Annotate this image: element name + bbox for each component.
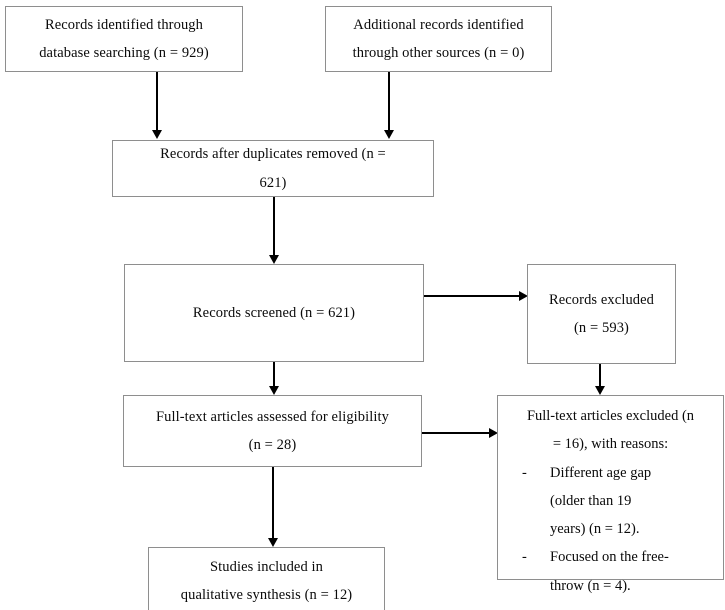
box-records-excluded-line-2: (n = 593) (574, 320, 629, 336)
box-fulltext-articles-excluded-line-2: = 16), with reasons: (552, 436, 669, 453)
box-fulltext-articles-assessed-line-2: (n = 28) (248, 437, 297, 453)
arrow-screened-to-fulltext-icon (269, 362, 279, 395)
reason-item-1-line-2: (older than 19 (550, 492, 632, 509)
box-records-after-duplicates-removed-line-2: 621) (259, 174, 287, 191)
arrow-other-sources-to-duplicates-icon (384, 72, 394, 139)
box-fulltext-articles-assessed-line-1: Full-text articles assessed for eligibil… (155, 408, 390, 425)
box-fulltext-articles-assessed: Full-text articles assessed for eligibil… (123, 395, 422, 467)
arrow-screened-to-records-excluded-icon (424, 291, 528, 301)
reason-item-1-line-1: Different age gap (550, 464, 652, 481)
fulltext-exclusion-reasons-list: - Different age gap (older than 19 years… (502, 459, 719, 600)
arrow-fulltext-to-studies-included-icon (268, 467, 278, 547)
box-additional-records-other-sources-line-2: through other sources (n = 0) (352, 45, 525, 61)
box-records-screened-line-1: Records screened (n = 621) (192, 304, 356, 321)
box-records-identified-database-line-1: Records identified through (44, 16, 204, 33)
box-studies-included: Studies included in qualitative synthesi… (148, 547, 385, 610)
box-additional-records-other-sources: Additional records identified through ot… (325, 6, 552, 72)
box-records-after-duplicates-removed: Records after duplicates removed (n = 62… (112, 140, 434, 197)
box-studies-included-line-2: qualitative synthesis (n = 12) (180, 587, 353, 603)
box-records-identified-database: Records identified through database sear… (5, 6, 243, 72)
box-studies-included-line-1: Studies included in (209, 558, 324, 575)
reason-item-2-line-1: Focused on the free- (550, 549, 669, 566)
arrow-fulltext-to-fulltext-excluded-icon (422, 428, 498, 438)
box-fulltext-articles-excluded-line-1: Full-text articles excluded (n (526, 408, 695, 424)
reason-item-1: - Different age gap (older than 19 years… (502, 459, 719, 544)
reason-item-2-line-2: throw (n = 4). (550, 577, 631, 594)
box-records-identified-database-line-2: database searching (n = 929) (39, 45, 209, 61)
reason-item-2: - Focused on the free- throw (n = 4). (502, 543, 719, 600)
box-records-after-duplicates-removed-line-1: Records after duplicates removed (n = (160, 146, 386, 163)
reason-item-1-line-3: years) (n = 12). (550, 521, 640, 538)
reason-bullet-marker-2: - (522, 549, 527, 566)
box-records-screened: Records screened (n = 621) (124, 264, 424, 362)
arrow-duplicates-to-screened-icon (269, 197, 279, 264)
reason-bullet-marker-1: - (522, 464, 527, 481)
arrow-database-to-duplicates-icon (152, 72, 162, 139)
box-fulltext-articles-excluded: Full-text articles excluded (n = 16), wi… (497, 395, 724, 594)
box-records-excluded: Records excluded (n = 593) (527, 264, 676, 364)
box-additional-records-other-sources-line-1: Additional records identified (353, 16, 524, 33)
box-records-excluded-line-1: Records excluded (548, 291, 655, 308)
arrow-records-excluded-to-fulltext-excluded-icon (595, 364, 605, 395)
